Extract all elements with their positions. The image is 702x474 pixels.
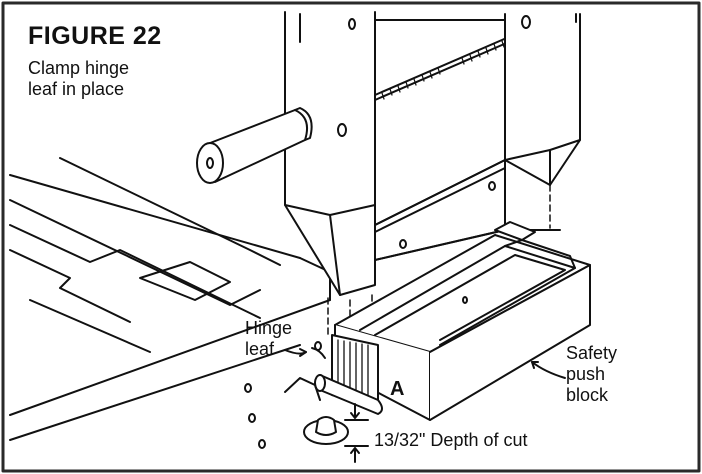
hinge-leaf-hole [314,341,322,351]
label-line: Hinge [245,318,293,338]
back-plate [374,19,506,226]
table-front-lower [9,344,301,441]
face-hole-3 [258,439,266,449]
figure-title: FIGURE 22 [28,22,162,50]
block-side-hole [462,296,468,304]
back-plate-ledge [374,159,506,233]
push-block-rail-2 [374,254,566,341]
label-line: leaf [245,339,275,359]
label-line: push [566,364,606,384]
table-slot-4 [9,249,131,323]
caption-line: Clamp hinge [28,58,130,78]
table-front-edge [9,299,331,416]
handle-end [196,142,224,184]
depth-of-cut-label: 13/32" Depth of cut [374,430,528,450]
left-post-hole-mid [337,123,347,137]
left-post-hole-top [348,18,356,30]
push-block-handle [494,221,536,241]
right-clamp-post [504,13,581,186]
table-slot-2 [9,199,261,306]
push-block-rail-1 [359,245,576,346]
table-slot-1 [59,157,281,266]
table-slot-6 [29,299,151,353]
label-line: Safety [566,343,618,363]
figure-caption: Clamp hinge leaf in place [28,58,188,100]
table-slot-3 [9,224,261,319]
threaded-rod [374,29,526,96]
block-marker-a: A [390,378,405,400]
table-top-edge [9,174,301,259]
table-slot-5 [139,261,231,301]
push-block-leader [531,361,566,379]
safety-push-block-label: Safety push block [566,343,646,406]
depth-arrow-up [350,403,360,419]
base-rail-hole [399,239,407,249]
depth-arrow-down [350,447,360,463]
face-hole-2 [248,413,256,423]
label-line: block [566,385,609,405]
push-block-side [429,264,591,421]
caption-line: leaf in place [28,79,125,99]
left-clamp-post [284,11,376,296]
right-post-hole-top [521,15,531,29]
face-hole-1 [244,383,252,393]
fence-notch [284,377,321,401]
hinge-leaf-label: Hinge leaf [245,318,305,360]
router-bit [315,416,337,436]
